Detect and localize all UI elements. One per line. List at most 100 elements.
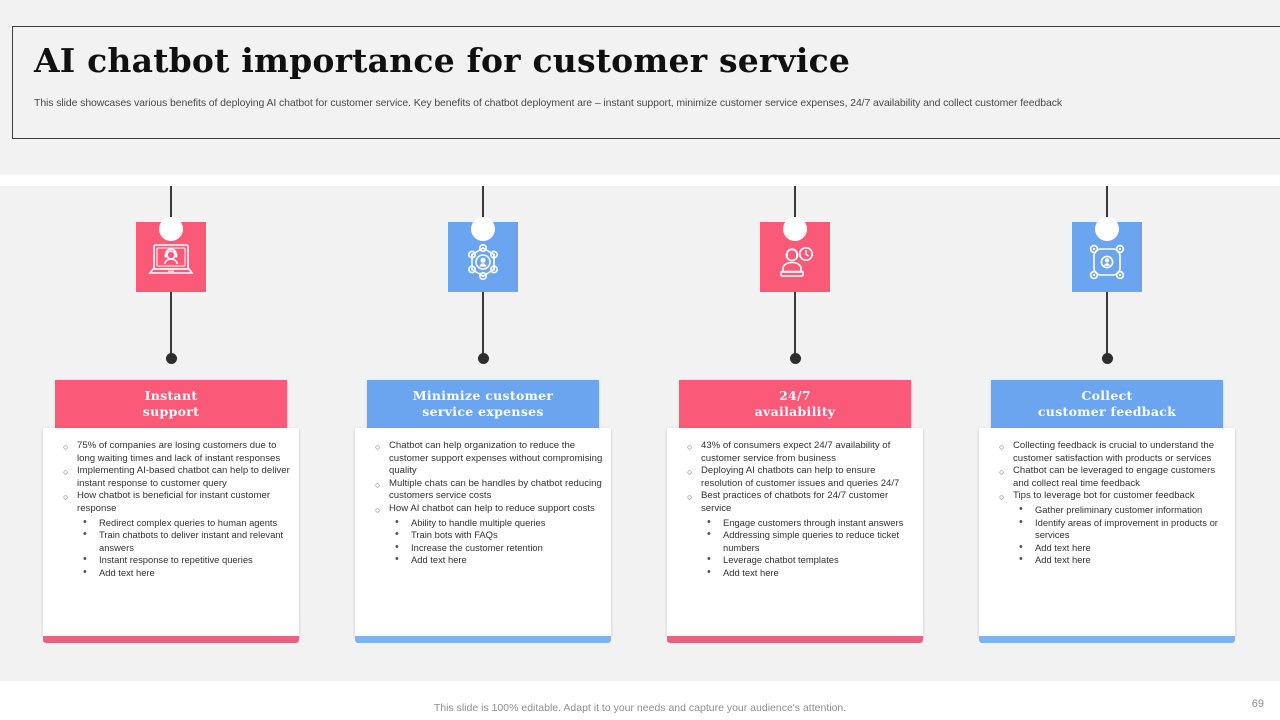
bullet-item: ○ Chatbot can be leveraged to engage cust…: [987, 465, 1227, 490]
card-accent-bar: [979, 636, 1235, 643]
connector-line-top: [1106, 186, 1108, 236]
sub-bullet-item: •Addressing simple queries to reduce tic…: [701, 528, 915, 554]
connector-dot: [1101, 353, 1113, 364]
page-title: AI chatbot importance for customer servi…: [34, 41, 851, 80]
bullet-circle-marker-icon: ○: [999, 492, 1005, 503]
sub-bullet-dot-marker-icon: •: [83, 528, 87, 541]
card-accent-bar: [355, 636, 611, 643]
sub-bullet-item: •Ability to handle multiple queries: [389, 516, 603, 530]
bullet-circle-marker-icon: ○: [375, 442, 381, 452]
sub-bullet-item: •Identify areas of improvement in produc…: [1013, 516, 1227, 542]
connector-dot: [165, 353, 177, 364]
bullet-list: ○75% of companies are losing customers d…: [51, 440, 291, 580]
bullet-circle-marker-icon: ○: [687, 467, 693, 478]
sub-bullet-dot-marker-icon: •: [395, 528, 399, 541]
card-body-collect-customer-feedback: ○ Collecting feedback is crucial to under…: [979, 428, 1235, 636]
sub-bullet-text: Gather preliminary customer information: [1035, 503, 1203, 515]
bullet-text: Chatbot can be leveraged to engage custo…: [1013, 465, 1216, 489]
card-accent-wrap: [43, 636, 299, 645]
page-number: 69: [1251, 698, 1264, 710]
connector-line-top: [794, 186, 796, 236]
card-title-line1: Instant: [144, 388, 198, 403]
connector-line-bottom: [1106, 287, 1108, 359]
card-body-instant-support: ○75% of companies are losing customers d…: [43, 428, 299, 636]
sub-bullet-item: •Add text here: [701, 566, 915, 580]
sub-bullet-text: Instant response to repetitive queries: [99, 554, 253, 566]
slide-footer: [0, 681, 1280, 720]
sub-bullet-dot-marker-icon: •: [1019, 502, 1023, 515]
sub-bullet-text: Add text here: [1035, 541, 1091, 553]
card-title-line1: Minimize customer: [412, 388, 554, 403]
card-title-line2: support: [142, 404, 200, 419]
sub-bullet-item: • Add text here: [1013, 553, 1227, 567]
connector-dot: [477, 353, 489, 364]
sub-bullet-text: Redirect complex queries to human agents: [99, 516, 278, 528]
bullet-text: Implementing AI-based chatbot can help t…: [77, 465, 290, 489]
sub-bullet-list: •Ability to handle multiple queries•Trai…: [389, 516, 603, 567]
bullet-text: 43% of consumers expect 24/7 availabilit…: [701, 440, 891, 464]
sub-bullet-dot-marker-icon: •: [83, 565, 87, 578]
sub-bullet-list: • Redirect complex queries to human agent…: [77, 515, 291, 580]
sub-bullet-item: • Redirect complex queries to human agent…: [77, 515, 291, 530]
connector-line-top: [482, 186, 484, 236]
bullet-item: ○Deploying AI chatbots can help to ensur…: [675, 465, 915, 490]
icon-tile-24-7-availability[interactable]: [760, 217, 830, 292]
card-title-line2: service expenses: [422, 404, 544, 419]
card-accent-wrap: [979, 636, 1235, 645]
bullet-circle-marker-icon: ○: [63, 467, 69, 478]
footer-note: This slide is 100% editable. Adapt it to…: [433, 702, 847, 714]
bullet-circle-marker-icon: ○: [999, 442, 1005, 452]
bullet-text: Collecting feedback is crucial to unders…: [1013, 440, 1215, 464]
bullet-text: How AI chatbot can help to reduce suppor…: [389, 502, 595, 514]
sub-bullet-dot-marker-icon: •: [395, 553, 399, 566]
sub-bullet-text: Add text here: [411, 554, 467, 566]
bullet-text: Chatbot can help organization to reduce …: [389, 440, 603, 477]
sub-bullet-text: Addressing simple queries to reduce tick…: [723, 529, 900, 553]
card-title-line2: customer feedback: [1037, 404, 1177, 419]
connector-bulb-icon: [471, 217, 495, 241]
sub-bullet-dot-marker-icon: •: [1019, 553, 1023, 566]
sub-bullet-text: Add text here: [1035, 554, 1091, 566]
bullet-circle-marker-icon: ○: [999, 467, 1005, 478]
icon-tile-collect-customer-feedback[interactable]: [1072, 217, 1142, 292]
sub-bullet-dot-marker-icon: •: [83, 515, 87, 528]
sub-bullet-item: •Train bots with FAQs: [389, 528, 603, 542]
bullet-circle-marker-icon: ○: [63, 492, 69, 503]
sub-bullet-item: • Add text here: [1013, 540, 1227, 555]
card-title-line2: availability: [754, 404, 836, 419]
card-title-line1: 24/7: [779, 388, 811, 403]
page-subtitle: This slide showcases various benefits of…: [34, 97, 1063, 109]
bullet-item: ○ Chatbot can help organization to reduce…: [363, 440, 603, 478]
sub-bullet-dot-marker-icon: •: [1019, 540, 1023, 553]
card-body-minimize-customer-service-expenses: ○ Chatbot can help organization to reduce…: [355, 428, 611, 636]
sub-bullet-text: Identify areas of improvement in product…: [1035, 516, 1218, 541]
bullet-text: Multiple chats can be handles by chatbot…: [389, 477, 602, 502]
connector-line-top: [170, 186, 172, 236]
slide-header: AI chatbot importance for customer servi…: [0, 0, 1280, 175]
bullet-list: ○ 43% of consumers expect 24/7 availabili…: [675, 440, 915, 580]
sub-bullet-dot-marker-icon: •: [83, 553, 87, 566]
sub-bullet-text: Increase the customer retention: [411, 541, 543, 553]
connector-bulb-icon: [783, 217, 807, 241]
bullet-text: How chatbot is beneficial for instant cu…: [77, 490, 271, 514]
sub-bullet-item: • Add text here: [389, 553, 603, 567]
sub-bullet-text: Engage customers through instant answers: [723, 516, 904, 528]
connector-bulb-icon: [159, 217, 183, 241]
bullet-circle-marker-icon: ○: [687, 492, 693, 503]
sub-bullet-item: •Train chatbots to deliver instant and r…: [77, 528, 291, 554]
bullet-text: Best practices of chatbots for 24/7 cust…: [701, 490, 889, 514]
icon-tile-instant-support[interactable]: [136, 217, 206, 292]
bullet-list: ○ Chatbot can help organization to reduce…: [363, 440, 603, 567]
card-accent-bar: [43, 636, 299, 643]
sub-bullet-item: •Increase the customer retention: [389, 541, 603, 555]
icon-tile-minimize-customer-service-expenses[interactable]: [448, 217, 518, 292]
header-divider-band: [0, 175, 1280, 186]
